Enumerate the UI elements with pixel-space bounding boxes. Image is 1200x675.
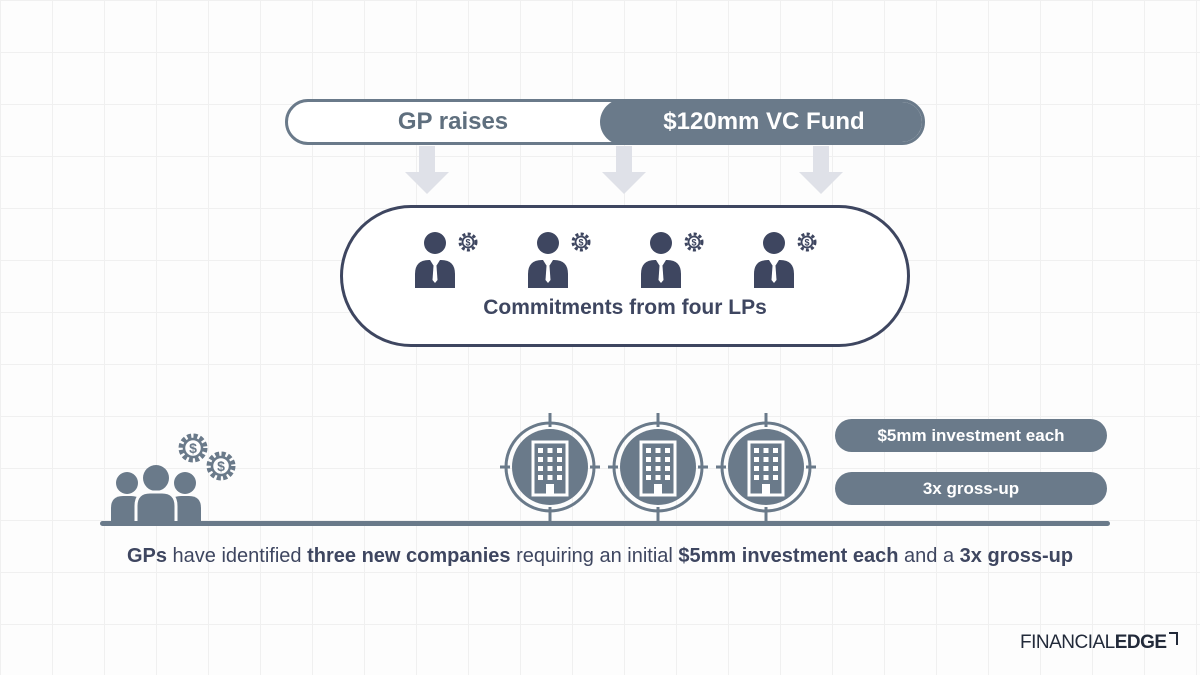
down-arrow-icon <box>602 146 646 194</box>
investor-icon <box>639 230 704 290</box>
caption-gps: GPs <box>126 545 167 567</box>
investor-icon <box>415 230 478 290</box>
explanation-caption: GPs have identified three new companies … <box>0 545 1200 568</box>
caption-investment: $5mm investment each <box>678 545 899 567</box>
gp-raises-label: GP raises <box>397 108 509 135</box>
svg-text:$: $ <box>217 458 225 474</box>
gross-up-bar: 3x gross-up <box>835 472 1107 505</box>
building-icon <box>500 413 602 521</box>
down-arrow-icon <box>799 146 843 194</box>
logo-financial: FINANCIAL <box>1020 632 1115 653</box>
building-icon <box>714 413 818 521</box>
investor-icon <box>752 230 817 290</box>
caption-grossup: 3x gross-up <box>959 545 1074 567</box>
investor-icon <box>526 230 591 290</box>
caption-text: have identified <box>167 545 308 567</box>
down-arrows <box>405 146 843 194</box>
fund-raise-pill: GP raises $120mm VC Fund <box>285 99 925 145</box>
fund-size-label: $120mm VC Fund <box>600 102 922 142</box>
dollar-gear-icon: $ <box>178 433 208 463</box>
company-icons <box>500 413 818 521</box>
investment-each-bar: $5mm investment each <box>835 419 1107 452</box>
financial-edge-logo: FINANCIALEDGE <box>1020 632 1178 654</box>
svg-text:$: $ <box>189 440 197 456</box>
lp-icons: $ <box>415 230 817 290</box>
building-icon <box>606 413 710 521</box>
gp-team-icon: $ $ <box>111 433 236 523</box>
dollar-gear-icon: $ <box>206 451 236 481</box>
down-arrow-icon <box>405 146 449 194</box>
lp-caption: Commitments from four LPs <box>483 296 767 319</box>
logo-edge: EDGE <box>1114 632 1167 653</box>
caption-text: requiring an initial <box>510 545 679 567</box>
logo-corner-icon <box>1168 632 1178 645</box>
lp-commitments-box: $ Commitments from four LPs <box>340 205 910 347</box>
caption-companies: three new companies <box>307 545 511 567</box>
caption-text: and a <box>898 545 960 567</box>
baseline-divider <box>100 521 1110 526</box>
